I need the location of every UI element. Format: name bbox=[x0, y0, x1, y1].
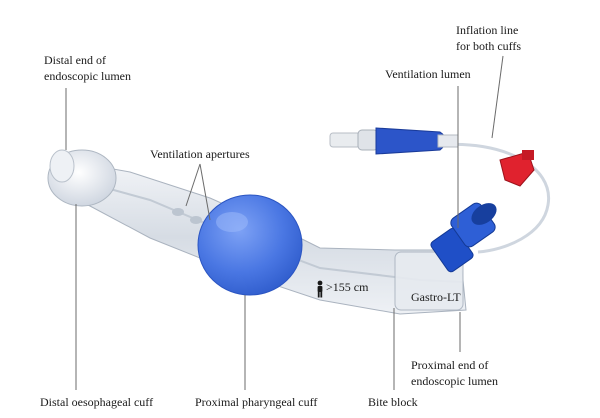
leader-lines bbox=[65, 55, 504, 390]
height-marking: >155 cm bbox=[326, 280, 369, 294]
ventilation-connector bbox=[430, 202, 497, 273]
inflation-line bbox=[439, 142, 551, 254]
label-inflation-line: Inflation line for both cuffs bbox=[456, 22, 521, 54]
label-proximal-end: Proximal end of endoscopic lumen bbox=[411, 357, 498, 389]
label-proximal-end-line2: endoscopic lumen bbox=[411, 374, 498, 388]
inflation-valve bbox=[499, 150, 535, 187]
label-ventilation-lumen: Ventilation lumen bbox=[385, 67, 471, 81]
label-bite-block: Bite block bbox=[368, 395, 418, 409]
label-inflation-line1: Inflation line bbox=[456, 23, 519, 37]
label-distal-end-line2: endoscopic lumen bbox=[44, 69, 131, 83]
pilot-balloon bbox=[329, 127, 459, 155]
brand-marking: Gastro-LT bbox=[411, 290, 461, 304]
proximal-pharyngeal-cuff bbox=[197, 194, 303, 296]
label-distal-end-line1: Distal end of bbox=[44, 53, 106, 67]
label-proximal-end-line1: Proximal end of bbox=[411, 358, 489, 372]
label-distal-end: Distal end of endoscopic lumen bbox=[44, 52, 131, 84]
label-inflation-line2: for both cuffs bbox=[456, 39, 522, 53]
person-silhouette-icon bbox=[317, 280, 323, 298]
label-distal-cuff: Distal oesophageal cuff bbox=[40, 395, 154, 409]
label-ventilation-apertures: Ventilation apertures bbox=[150, 147, 250, 161]
label-proximal-cuff: Proximal pharyngeal cuff bbox=[195, 395, 318, 409]
